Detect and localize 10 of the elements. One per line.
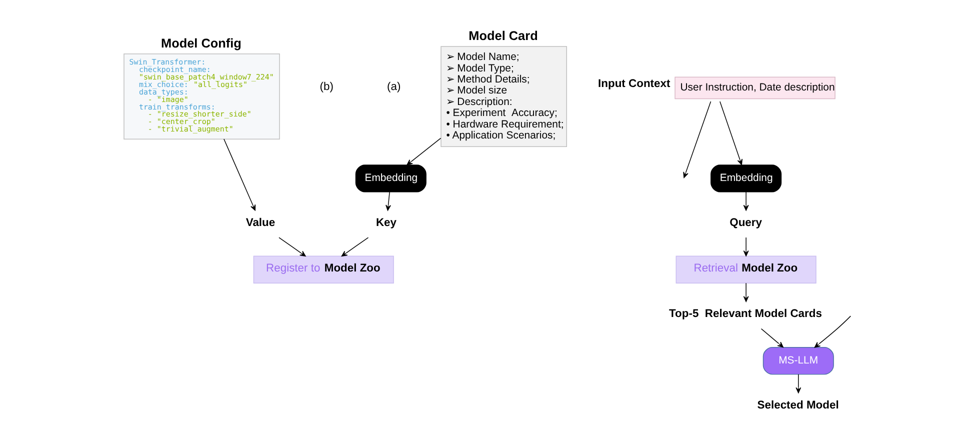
label: (b) xyxy=(320,81,334,94)
label: (a) xyxy=(387,81,401,94)
node-text: Key xyxy=(376,216,397,229)
node-text: Top-5 Relevant Model Cards xyxy=(669,308,822,320)
node-text: Value xyxy=(246,216,276,229)
node-label: Model Config xyxy=(161,36,242,51)
node-label: Model Card xyxy=(468,28,538,44)
node-label: Input Context xyxy=(598,78,670,90)
node-text: Query xyxy=(730,216,762,229)
node-text: Selected Model xyxy=(757,399,839,412)
